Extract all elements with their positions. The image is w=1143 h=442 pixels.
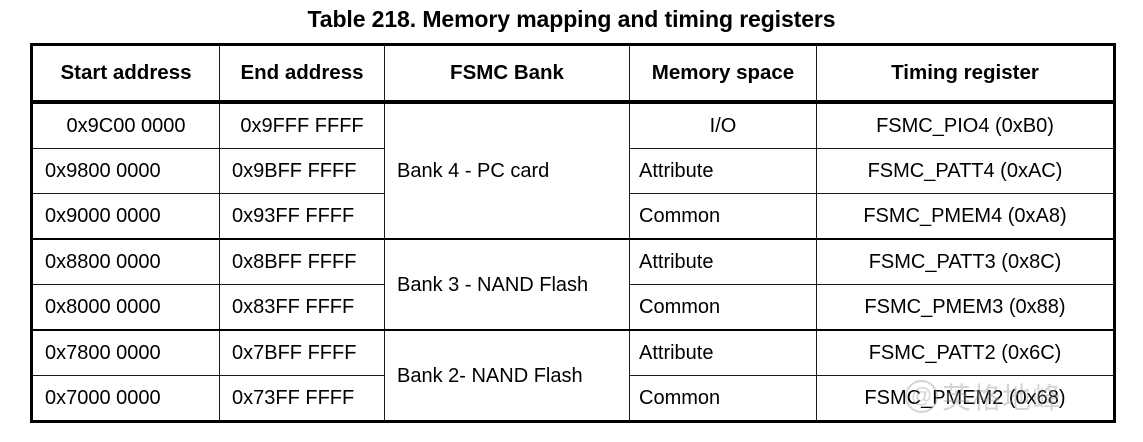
cell-timing-register: FSMC_PATT2 (0x6C) — [816, 329, 1115, 376]
cell-timing-register: FSMC_PATT4 (0xAC) — [816, 148, 1115, 194]
cell-memory-space: Common — [629, 193, 817, 240]
cell-start-address: 0x9800 0000 — [31, 148, 220, 194]
column-header-end-address: End address — [219, 44, 385, 104]
column-header-start-address: Start address — [31, 44, 220, 104]
table-title: Table 218. Memory mapping and timing reg… — [307, 6, 836, 32]
table-row: 0x7000 0000 0x73FF FFFF Common FSMC_PMEM… — [31, 375, 1115, 422]
cell-start-address: 0x8800 0000 — [31, 238, 220, 285]
cell-memory-space: I/O — [629, 101, 817, 149]
column-header-memory-space: Memory space — [629, 44, 817, 104]
column-header-fsmc-bank: FSMC Bank — [384, 44, 630, 104]
cell-start-address: 0x7000 0000 — [31, 375, 220, 422]
cell-timing-register: FSMC_PMEM2 (0x68) — [816, 375, 1115, 422]
cell-timing-register: FSMC_PMEM3 (0x88) — [816, 284, 1115, 331]
cell-start-address: 0x9C00 0000 — [31, 101, 220, 149]
cell-end-address: 0x93FF FFFF — [219, 193, 385, 240]
table-row: 0x9C00 0000 0x9FFF FFFF Bank 4 - PC card… — [31, 101, 1115, 240]
cell-memory-space: Common — [629, 375, 817, 422]
cell-memory-space: Attribute — [629, 329, 817, 376]
cell-fsmc-bank: Bank 3 - NAND Flash — [384, 238, 630, 331]
table-container: Start address End address FSMC Bank Memo… — [30, 43, 1116, 423]
cell-timing-register: FSMC_PATT3 (0x8C) — [816, 238, 1115, 285]
cell-end-address: 0x7BFF FFFF — [219, 329, 385, 376]
table-row: 0x9000 0000 0x93FF FFFF Common FSMC_PMEM… — [31, 193, 1115, 240]
table-header: Start address End address FSMC Bank Memo… — [31, 44, 1115, 104]
cell-end-address: 0x9FFF FFFF — [219, 101, 385, 149]
cell-start-address: 0x7800 0000 — [31, 329, 220, 376]
table-row: 0x8800 0000 0x8BFF FFFF Bank 3 - NAND Fl… — [31, 238, 1115, 331]
table-row: 0x9800 0000 0x9BFF FFFF Attribute FSMC_P… — [31, 148, 1115, 194]
memory-mapping-table: Start address End address FSMC Bank Memo… — [30, 43, 1116, 423]
column-header-timing-register: Timing register — [816, 44, 1115, 104]
cell-memory-space: Attribute — [629, 148, 817, 194]
cell-timing-register: FSMC_PIO4 (0xB0) — [816, 101, 1115, 149]
cell-fsmc-bank: Bank 4 - PC card — [384, 101, 630, 240]
cell-end-address: 0x83FF FFFF — [219, 284, 385, 331]
cell-end-address: 0x9BFF FFFF — [219, 148, 385, 194]
table-row: 0x7800 0000 0x7BFF FFFF Bank 2- NAND Fla… — [31, 329, 1115, 422]
cell-fsmc-bank: Bank 2- NAND Flash — [384, 329, 630, 422]
cell-start-address: 0x9000 0000 — [31, 193, 220, 240]
cell-end-address: 0x8BFF FFFF — [219, 238, 385, 285]
cell-memory-space: Attribute — [629, 238, 817, 285]
table-row: 0x8000 0000 0x83FF FFFF Common FSMC_PMEM… — [31, 284, 1115, 331]
cell-start-address: 0x8000 0000 — [31, 284, 220, 331]
header-row: Start address End address FSMC Bank Memo… — [31, 44, 1115, 104]
cell-end-address: 0x73FF FFFF — [219, 375, 385, 422]
cell-timing-register: FSMC_PMEM4 (0xA8) — [816, 193, 1115, 240]
table-body: 0x9C00 0000 0x9FFF FFFF Bank 4 - PC card… — [31, 101, 1115, 422]
cell-memory-space: Common — [629, 284, 817, 331]
